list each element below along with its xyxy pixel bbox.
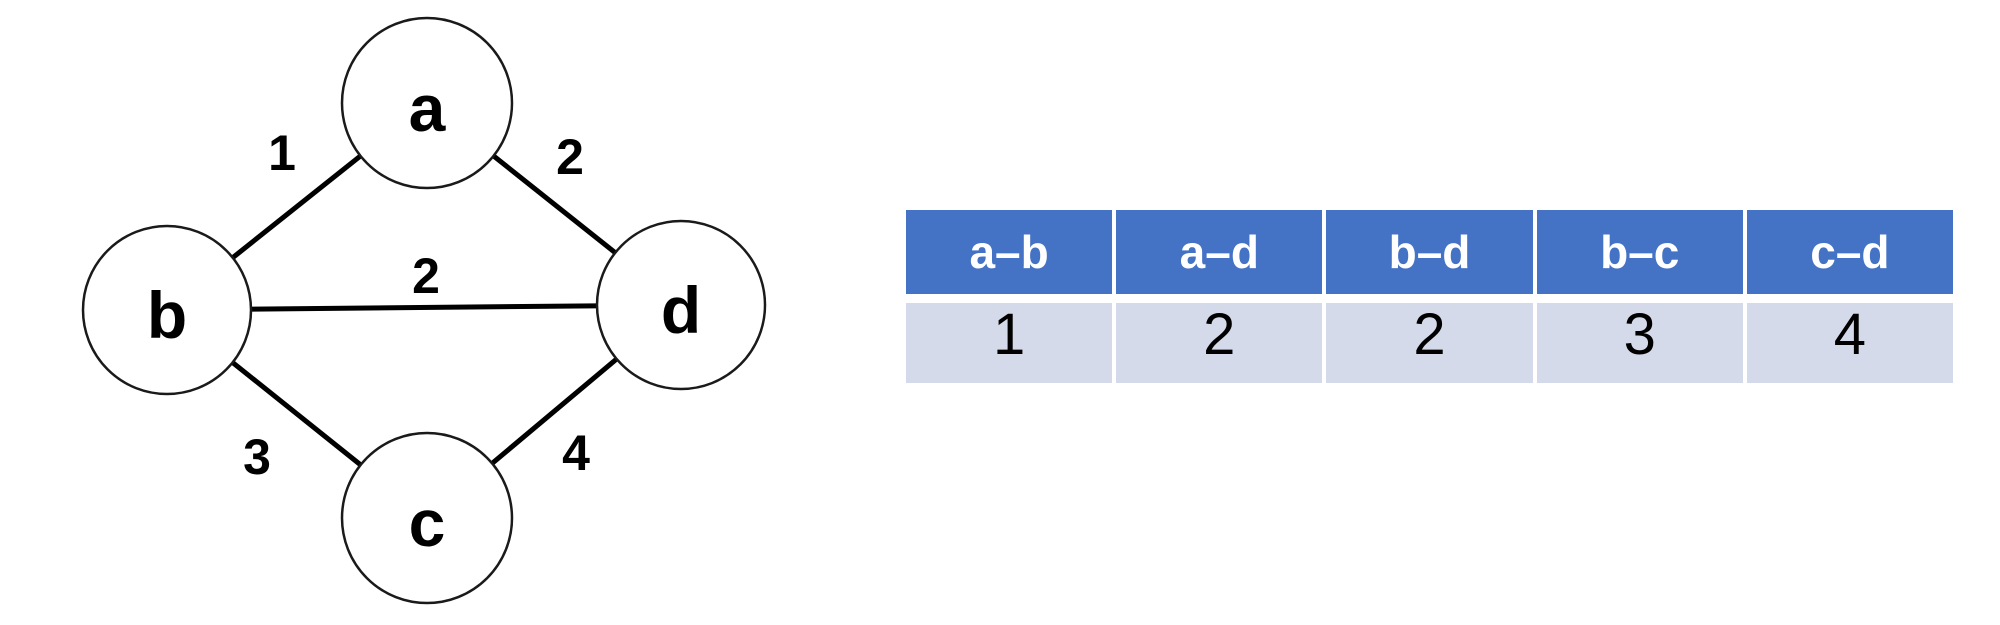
node-a bbox=[340, 16, 514, 190]
nodes-layer: a b c d bbox=[81, 16, 767, 605]
edge-b-d bbox=[164, 302, 684, 313]
table-value-cell-a–d: 2 bbox=[1116, 303, 1323, 383]
table-header-cell-b–d: b–d bbox=[1326, 210, 1533, 294]
table-value-cell-a–b: 1 bbox=[906, 303, 1113, 383]
node-c bbox=[340, 431, 514, 605]
table-value-cell-b–d: 2 bbox=[1326, 303, 1533, 383]
edge-weights-layer: 1 2 2 3 4 bbox=[243, 125, 590, 485]
table-header-cell-a–b: a–b bbox=[906, 210, 1113, 294]
node-b bbox=[81, 224, 253, 396]
edge-weight-a-b: 1 bbox=[268, 125, 296, 181]
table-header-cell-b–c: b–c bbox=[1536, 210, 1743, 294]
edge-weight-a-d: 2 bbox=[556, 129, 584, 185]
table-header-cell-c–d: c–d bbox=[1746, 210, 1953, 294]
node-d bbox=[595, 219, 767, 391]
node-label-c: c bbox=[409, 486, 446, 560]
table-value-cell-b–c: 3 bbox=[1536, 303, 1743, 383]
table-value-cell-c–d: 4 bbox=[1746, 303, 1953, 383]
edge-weight-b-c: 3 bbox=[243, 429, 271, 485]
table-header-cell-a–d: a–d bbox=[1116, 210, 1323, 294]
node-label-a: a bbox=[409, 71, 447, 145]
edge-weight-c-d: 4 bbox=[562, 425, 590, 481]
node-label-b: b bbox=[147, 278, 187, 352]
graph-diagram: 1 2 2 3 4 a b c d bbox=[81, 16, 767, 605]
edge-weight-b-d: 2 bbox=[412, 248, 440, 304]
node-label-d: d bbox=[661, 273, 701, 347]
